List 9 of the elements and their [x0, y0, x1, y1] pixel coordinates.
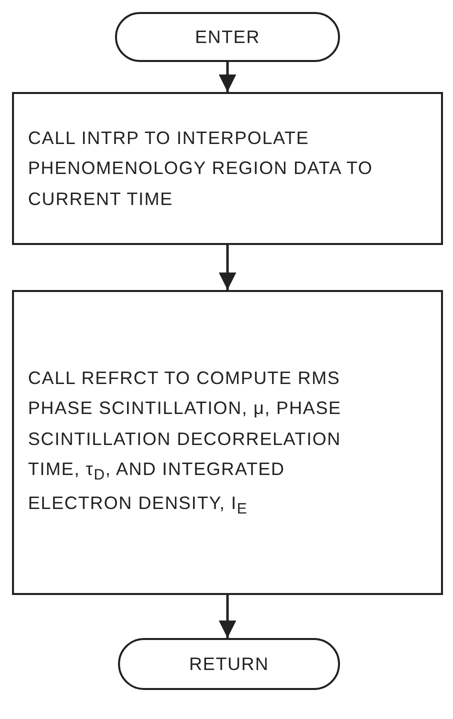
node-text: CALL INTRP TO INTERPOLATE PHENOMENOLOGY REGION DATA TO CURRENT TIME [28, 126, 374, 211]
node-text: RETURN [189, 652, 269, 676]
node-text: ENTER [194, 26, 260, 49]
arrow [218, 62, 236, 92]
process-box [12, 92, 443, 245]
arrow [218, 595, 236, 638]
process-box [12, 290, 443, 595]
arrow [218, 245, 236, 290]
node-text: CALL REFRCT TO COMPUTE RMS PHASE SCINTILLATION, μ, PHASE SCINTILLATION DECORRELATION TIME, τ$_{D}$, AND INTEGRATED ELECTRON DENSITY, I$_{E}$ [28, 366, 342, 520]
